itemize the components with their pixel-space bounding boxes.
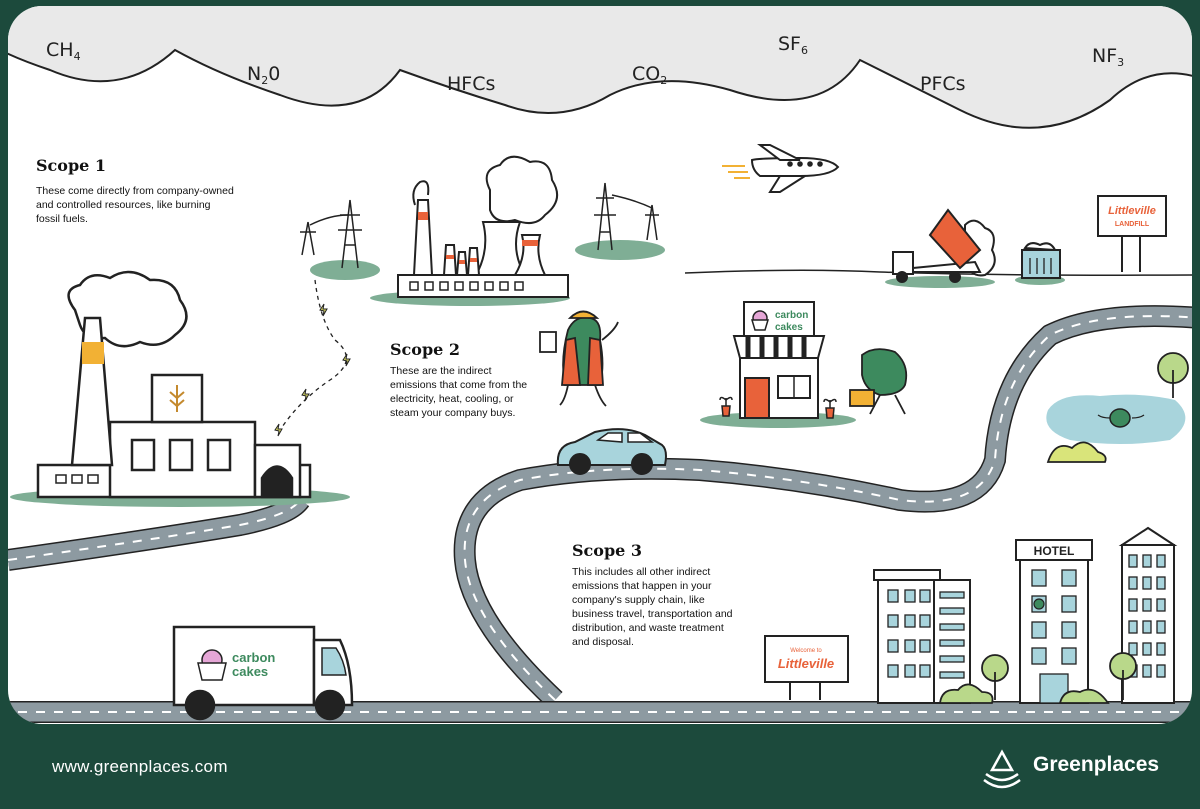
bakery-shop: carbon cakes: [700, 301, 856, 428]
car: [556, 428, 667, 475]
scope-3-text: This includes all other indirect emissio…: [572, 566, 733, 648]
scope-2-text: These are the indirect emissions that co…: [390, 365, 528, 419]
city-bushes: [938, 652, 1137, 704]
welcome-small-text: Welcome to: [790, 648, 822, 654]
gas-co2: CO2: [632, 63, 667, 87]
factory: [10, 270, 350, 507]
shop-sign-line1: carbon: [775, 310, 808, 321]
scope-3-title: Scope 3: [572, 541, 643, 560]
power-pylons-left: [300, 199, 380, 280]
cloud-band: [8, 6, 1192, 129]
gas-ch4: CH4: [46, 39, 81, 63]
landfill-sign: Littleville LANDFILL: [1097, 195, 1167, 272]
gas-n2o: N20: [247, 63, 280, 87]
scope-2-title: Scope 2: [390, 340, 461, 359]
power-pylons-right: [575, 182, 665, 260]
gas-hfcs: HFCs: [447, 73, 495, 95]
lightning-bolts: [274, 303, 351, 437]
hotel-sign: HOTEL: [1034, 544, 1075, 558]
gas-sf6: SF6: [778, 33, 808, 57]
landfill-town-text: Littleville: [1108, 205, 1156, 217]
brand-name: Greenplaces: [1033, 753, 1160, 776]
dumpster: [1015, 242, 1065, 285]
gas-pfcs: PFCs: [920, 73, 966, 95]
potted-plants: [719, 396, 837, 419]
gardener-character: [849, 348, 908, 415]
gas-nf3: NF3: [1092, 45, 1124, 69]
worker-character: [539, 310, 619, 407]
pond: [1046, 394, 1186, 444]
welcome-sign: Welcome to Littleville: [764, 635, 849, 700]
delivery-truck: carbon cakes: [172, 625, 354, 721]
footer-brand: Greenplaces: [985, 745, 1159, 785]
footer-url[interactable]: www.greenplaces.com: [52, 757, 228, 776]
power-plant: [370, 155, 570, 306]
welcome-town-text: Littleville: [778, 656, 834, 671]
scope-1-text: These come directly from company-owned a…: [36, 185, 234, 225]
landfill-label-text: LANDFILL: [1115, 221, 1150, 228]
trees-pond: [1046, 352, 1189, 463]
truck-sign-line1: carbon: [232, 650, 275, 665]
brand-logo-spacer: [985, 745, 1025, 785]
scope-1-title: Scope 1: [36, 156, 107, 175]
airplane: [722, 144, 840, 193]
lightning-path: [279, 279, 347, 431]
shop-sign-line2: cakes: [775, 322, 803, 333]
truck-sign-line2: cakes: [232, 664, 268, 679]
greenplaces-logo-icon: [983, 749, 1021, 789]
dump-truck: [885, 208, 996, 288]
